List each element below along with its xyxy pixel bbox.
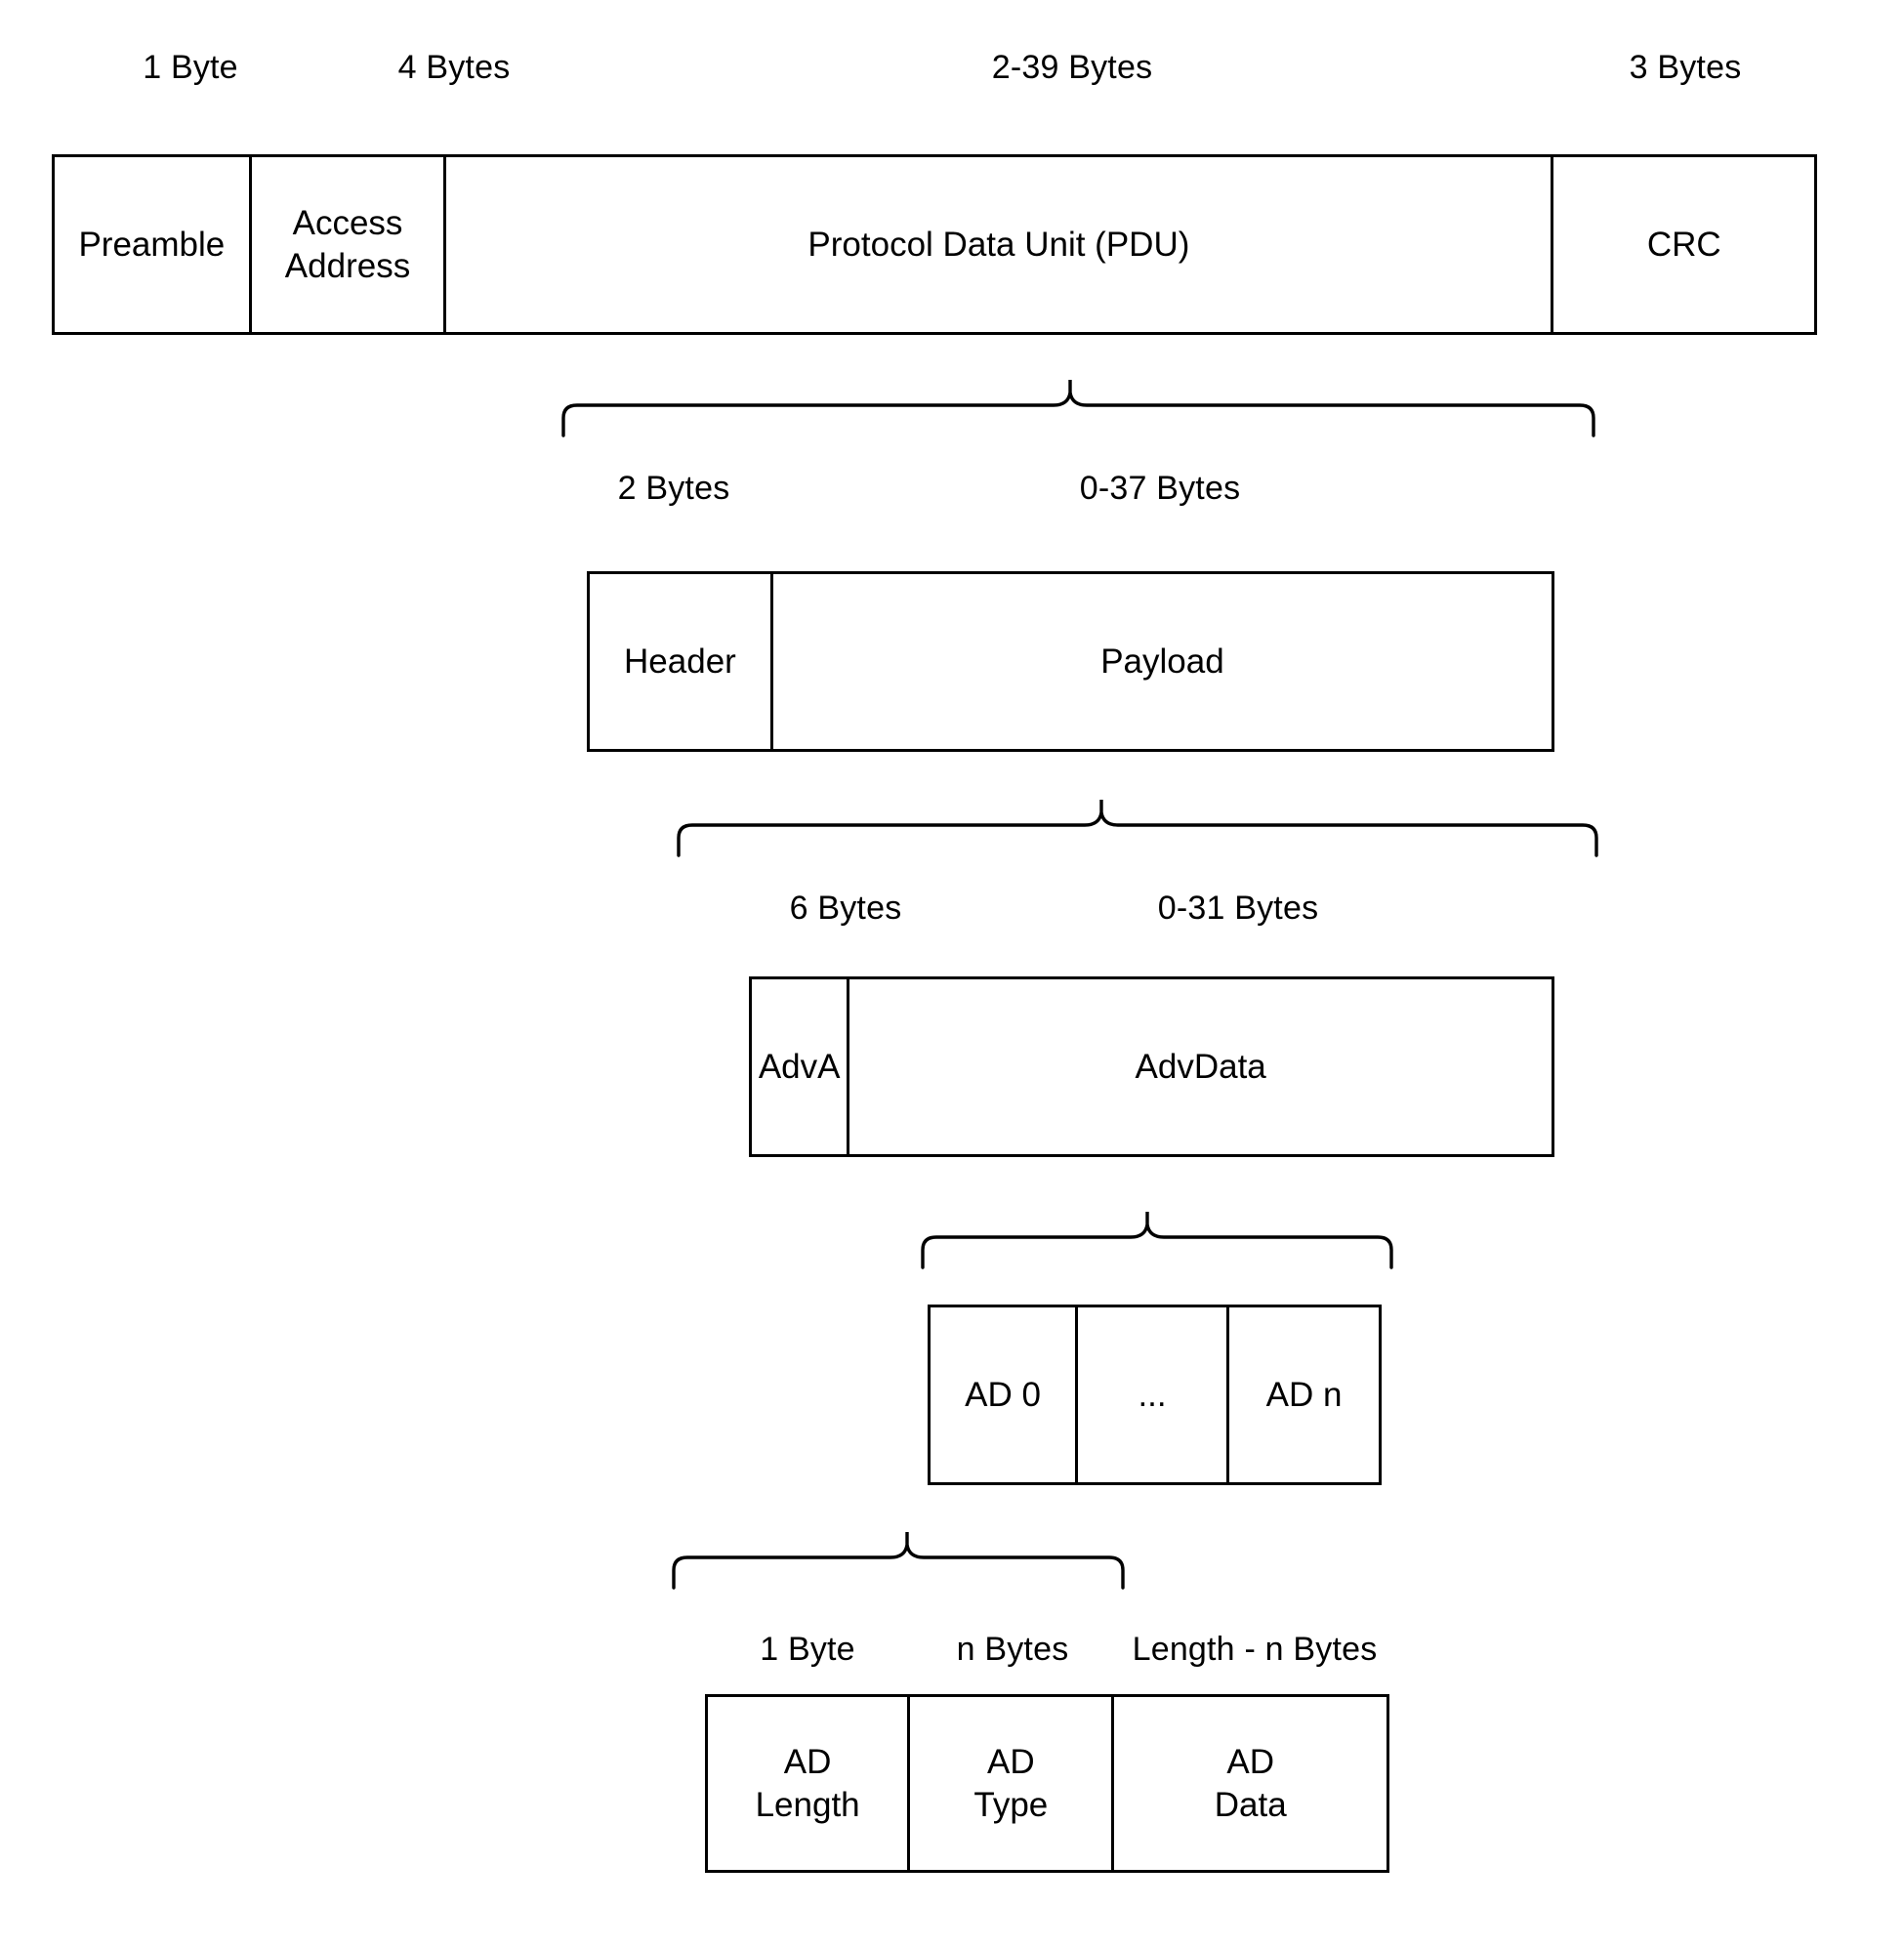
packet-row-link-layer: Preamble Access Address Protocol Data Un… [52, 154, 1817, 335]
field-ad-length[interactable]: AD Length [708, 1697, 911, 1870]
field-ad-0-label: AD 0 [965, 1375, 1041, 1414]
field-ad-data-label: AD Data [1214, 1742, 1287, 1824]
brace-payload-expand [677, 800, 1598, 857]
packet-row-advdata: AD 0 ... AD n [928, 1305, 1382, 1485]
field-ad-ellipsis-label: ... [1138, 1375, 1167, 1414]
field-ad-n[interactable]: AD n [1229, 1307, 1379, 1482]
size-label-ad-type: n Bytes [956, 1631, 1069, 1668]
field-header[interactable]: Header [590, 574, 773, 749]
size-label-pdu: 2-39 Bytes [991, 49, 1153, 86]
field-access-address[interactable]: Access Address [251, 157, 447, 332]
size-label-crc: 3 Bytes [1629, 49, 1742, 86]
field-ad-0[interactable]: AD 0 [931, 1307, 1079, 1482]
field-preamble-label: Preamble [78, 225, 226, 264]
field-pdu[interactable]: Protocol Data Unit (PDU) [446, 157, 1554, 332]
packet-row-ad-structure: AD Length AD Type AD Data [705, 1694, 1389, 1873]
size-label-payload: 0-37 Bytes [1079, 470, 1241, 507]
field-ad-type[interactable]: AD Type [910, 1697, 1115, 1870]
field-payload[interactable]: Payload [772, 574, 1552, 749]
field-ad-ellipsis[interactable]: ... [1078, 1307, 1230, 1482]
field-crc[interactable]: CRC [1553, 157, 1814, 332]
brace-pdu-expand [561, 380, 1595, 437]
brace-advdata-expand [921, 1212, 1393, 1269]
field-header-label: Header [624, 642, 736, 681]
field-preamble[interactable]: Preamble [55, 157, 252, 332]
field-advdata[interactable]: AdvData [849, 979, 1552, 1154]
size-label-ad-length: 1 Byte [760, 1631, 855, 1668]
field-access-address-label: Access Address [284, 203, 411, 285]
field-ad-length-label: AD Length [755, 1742, 860, 1824]
size-label-preamble: 1 Byte [143, 49, 238, 86]
field-payload-label: Payload [1100, 642, 1224, 681]
packet-row-pdu: Header Payload [587, 571, 1554, 752]
field-ad-type-label: AD Type [973, 1742, 1049, 1824]
field-advdata-label: AdvData [1135, 1047, 1266, 1086]
size-label-header: 2 Bytes [617, 470, 730, 507]
field-ad-n-label: AD n [1265, 1375, 1343, 1414]
brace-ad-expand [672, 1532, 1125, 1590]
field-ad-data[interactable]: AD Data [1114, 1697, 1387, 1870]
field-pdu-label: Protocol Data Unit (PDU) [807, 225, 1190, 264]
size-label-advdata: 0-31 Bytes [1157, 890, 1319, 927]
size-label-access-address: 4 Bytes [397, 49, 511, 86]
field-crc-label: CRC [1646, 225, 1721, 264]
field-adva[interactable]: AdvA [752, 979, 850, 1154]
size-label-ad-data: Length - n Bytes [1132, 1631, 1378, 1668]
field-adva-label: AdvA [758, 1047, 841, 1086]
packet-row-payload: AdvA AdvData [749, 976, 1554, 1157]
size-label-adva: 6 Bytes [789, 890, 902, 927]
